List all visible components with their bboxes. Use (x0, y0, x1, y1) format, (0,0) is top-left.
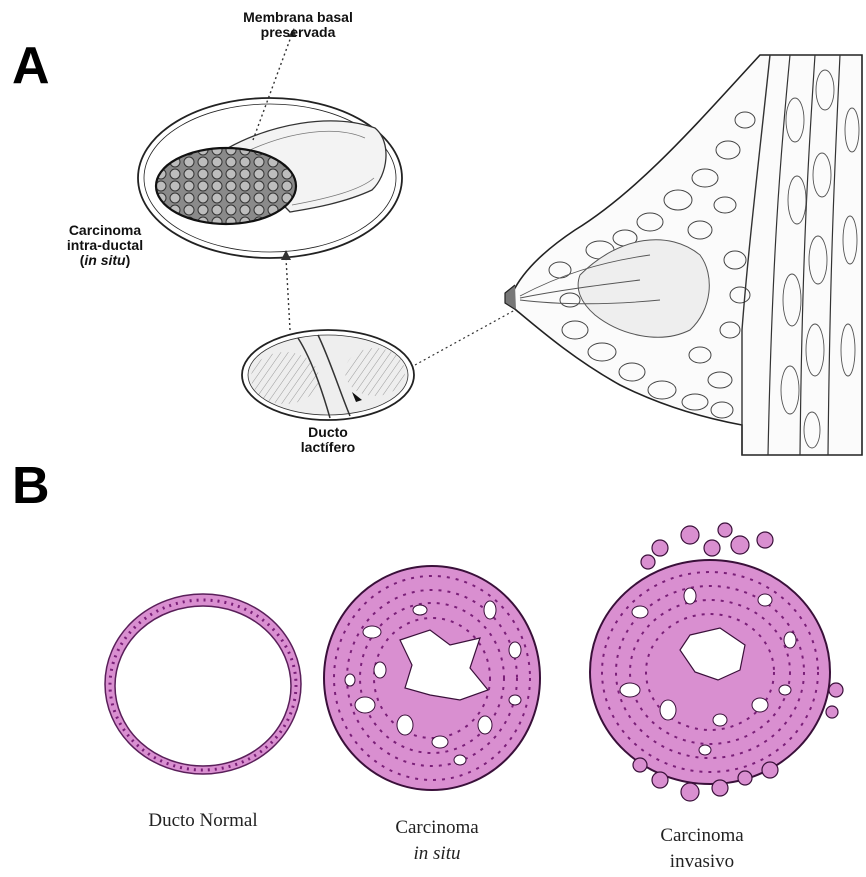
membrane-label-line2: preservada (198, 25, 398, 40)
duct-label-line2: lactífero (268, 440, 388, 455)
breast-cross-section (505, 55, 862, 455)
in-situ-italic: in situ (84, 252, 125, 268)
carcinoma-intraductal-label: Carcinoma intra-ductal (in situ) (40, 223, 170, 268)
normal-duct-ring (105, 594, 301, 774)
insitu-carcinoma-section (324, 566, 540, 790)
paren-close: ) (126, 252, 131, 268)
carcinoma-label-line1: Carcinoma (40, 223, 170, 238)
progression-arrow (286, 258, 290, 330)
duct-label-line1: Ducto (268, 425, 388, 440)
carcinoma-label-line3: (in situ) (40, 253, 170, 268)
invasive-carcinoma-section (590, 523, 843, 801)
duct-label: Ducto lactífero (268, 425, 388, 455)
nipple-connector (415, 310, 515, 365)
insitu-label: Carcinoma in situ (362, 815, 512, 867)
insitu-duct-oval (138, 98, 402, 258)
insitu-label-line1: Carcinoma (362, 815, 512, 841)
invasive-label: Carcinoma invasivo (622, 823, 782, 875)
invasive-label-line2: invasivo (622, 849, 782, 875)
membrane-label: Membrana basal preservada (198, 10, 398, 40)
insitu-label-line2: in situ (362, 841, 512, 867)
membrane-label-line1: Membrana basal (198, 10, 398, 25)
invasive-label-line1: Carcinoma (622, 823, 782, 849)
lactiferous-duct-oval (242, 330, 414, 420)
normal-duct-label: Ducto Normal (108, 808, 298, 834)
carcinoma-label-line2: intra-ductal (40, 238, 170, 253)
